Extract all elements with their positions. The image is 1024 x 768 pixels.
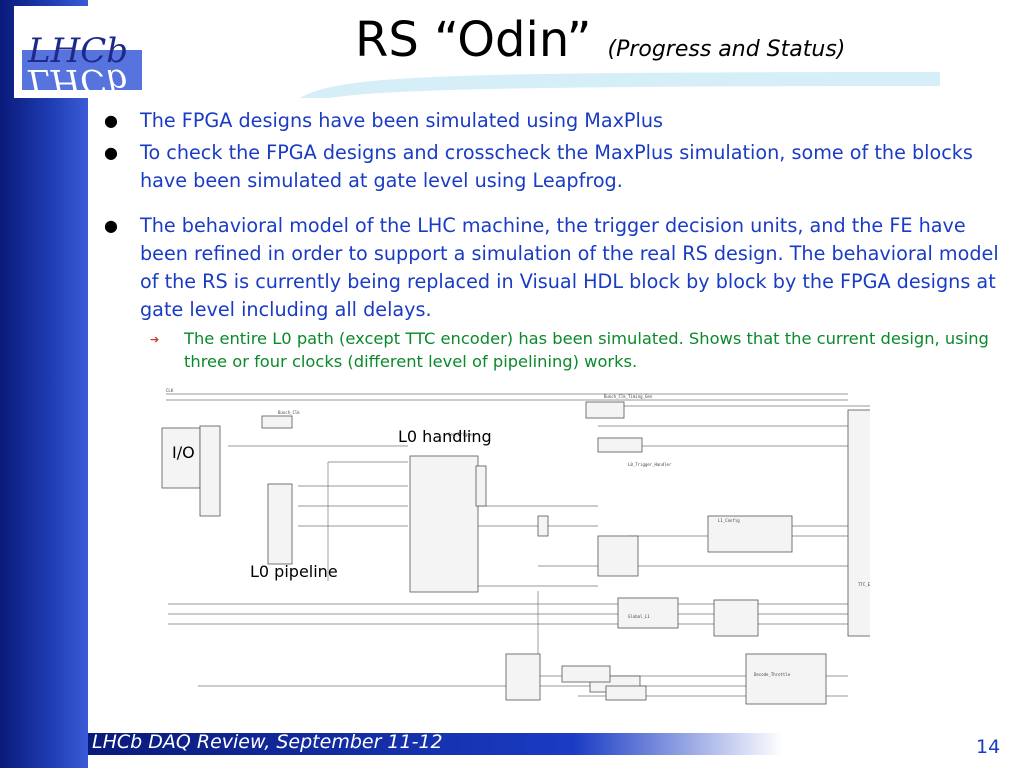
svg-text:CLK: CLK [166,388,174,393]
bullet-3-text: The behavioral model of the LHC machine,… [140,214,999,321]
svg-text:L0_Trigger_Handler: L0_Trigger_Handler [628,462,672,467]
svg-text:Bunch_Clk: Bunch_Clk [278,410,300,415]
left-sidebar-bar [0,0,88,768]
diagram-label-io: I/O [172,443,195,462]
svg-text:LHCb: LHCb [27,61,128,98]
footer-bar [88,733,782,755]
lhcb-logo-icon: LHCb LHCb [14,6,148,98]
sub-bullet-1-text: The entire L0 path (except TTC encoder) … [184,329,989,371]
svg-text:Global_L1: Global_L1 [628,614,650,619]
svg-text:L1_Config: L1_Config [718,518,740,523]
bullet-dot-icon: ● [104,216,118,235]
arrow-right-icon: ➔ [150,333,160,346]
svg-text:Decode_Throttle: Decode_Throttle [754,672,791,677]
page-number: 14 [976,736,1001,758]
title-subtitle: (Progress and Status) [607,37,846,62]
bullet-dot-icon: ● [104,111,118,130]
svg-text:Bunch_Clk_Timing_Gen: Bunch_Clk_Timing_Gen [604,394,653,399]
diagram-label-l0-pipeline: L0 pipeline [250,562,338,581]
title-main: RS “Odin” [355,12,592,68]
slide-title: RS “Odin” (Progress and Status) [355,12,845,68]
footer-text: LHCb DAQ Review, September 11-12 [92,731,443,753]
title-swoosh [300,72,940,98]
diagram-label-l0-handling: L0 handling [398,427,492,446]
svg-text:LHCb: LHCb [27,31,128,71]
svg-text:Gen_Trigger: Gen_Trigger [448,432,475,437]
svg-text:TTC_Encoder: TTC_Encoder [858,582,870,587]
lhcb-logo: LHCb LHCb [14,6,148,98]
bullet-1-text: The FPGA designs have been simulated usi… [140,109,663,132]
block-diagram: CLK Bunch_Clk Bunch_Clk_Timing_Gen Gen_T… [158,386,870,724]
bullet-2-text: To check the FPGA designs and crosscheck… [140,141,973,192]
bullet-dot-icon: ● [104,143,118,162]
